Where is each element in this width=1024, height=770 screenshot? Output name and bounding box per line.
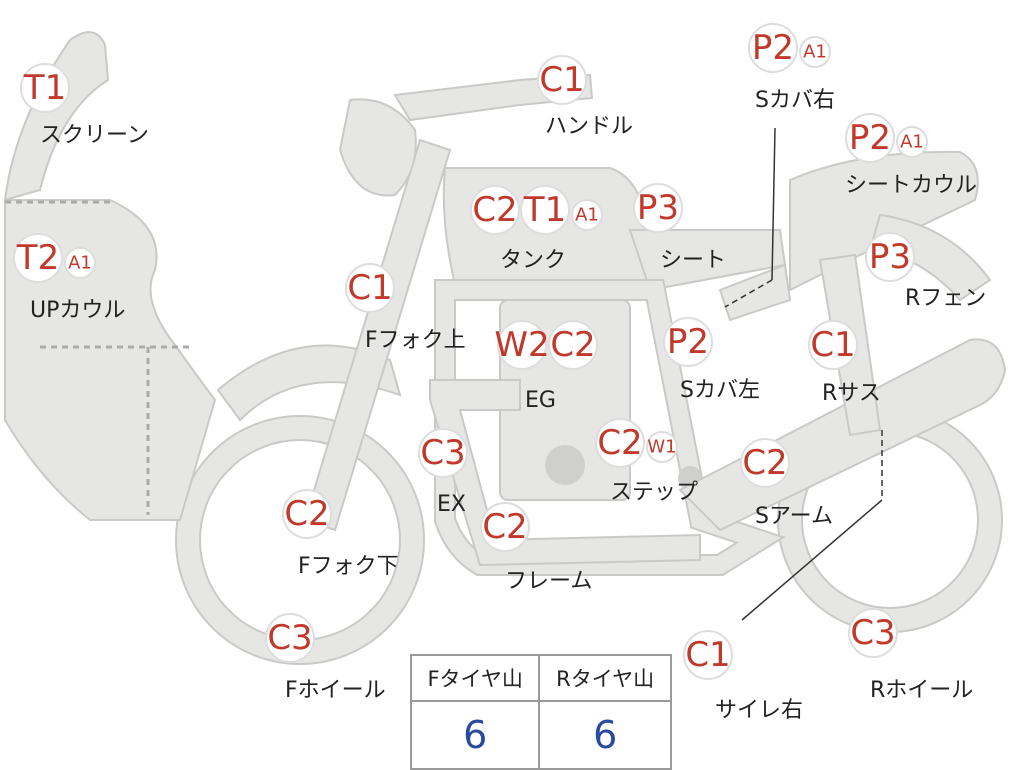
silencer-r-code-badge: C1 [683,630,733,680]
label-eg: EG [525,388,556,413]
label-s-cover-r: Sカバ右 [755,88,835,113]
label-ex: EX [437,492,466,517]
rear-tire-value: 6 [538,700,672,770]
upper-cowl-shape [4,199,217,521]
up-cowl-code-badge: T2 [13,233,63,283]
label-f-wheel: Fホイール [285,678,386,703]
label-silencer-r: サイレ右 [715,698,804,723]
silencer-r-code-text: C1 [685,635,730,675]
headlight-shape [338,98,417,197]
up-cowl-code-text: A1 [68,253,92,274]
f-fork-up-code-badge: C1 [345,263,395,313]
front-tire-value: 6 [409,700,541,770]
front-tire-header: Fタイヤ山 [409,654,541,702]
label-seat-cowl: シートカウル [845,173,978,198]
tank-code-text: T1 [523,190,566,230]
screen-code-text: T1 [23,68,66,108]
eg-code-badge: C2 [548,320,598,370]
label-s-cover-l: Sカバ左 [680,378,760,403]
r-fender-code-text: P3 [869,237,911,277]
eg-code-badge: W2 [494,320,550,370]
seat-code-text: P3 [637,188,679,228]
r-sus-code-text: C1 [810,325,855,365]
tank-code-text: A1 [575,205,599,226]
up-cowl-code-badge: A1 [64,247,96,279]
seat-cowl-code-text: P2 [849,118,891,158]
label-f-fork-up: Fフォク上 [365,328,466,353]
label-f-fork-down: Fフォク下 [298,554,399,579]
f-wheel-code-text: C3 [267,618,312,658]
seat-code-badge: P3 [633,183,683,233]
step-code-badge: W1 [646,431,678,463]
s-cover-r-code-badge: A1 [799,36,831,68]
step-code-text: C2 [597,423,642,463]
seat-cowl-code-badge: A1 [896,126,928,158]
leader-lines [724,127,883,621]
seat-cowl-code-text: A1 [900,132,924,153]
label-handle: ハンドル [545,114,634,139]
f-fork-down-code-badge: C2 [282,489,332,539]
rear-tire-header: Rタイヤ山 [538,654,672,702]
tank-code-badge: C2 [470,185,520,235]
f-wheel-code-badge: C3 [265,613,315,663]
ex-code-text: C3 [420,433,465,473]
frame-code-text: C2 [482,507,527,547]
s-arm-code-text: C2 [742,443,787,483]
label-frame: フレーム [505,569,593,594]
f-fork-down-code-text: C2 [284,494,329,534]
step-code-badge: C2 [595,418,645,468]
label-up-cowl: UPカウル [30,298,126,323]
r-wheel-code-text: C3 [850,613,895,653]
tank-code-badge: T1 [520,185,570,235]
step-code-text: W1 [647,437,676,458]
seat-cowl-code-badge: P2 [845,113,895,163]
r-fender-code-badge: P3 [865,232,915,282]
screen-code-badge: T1 [20,63,70,113]
label-tank: タンク [500,248,567,273]
s-cover-r-code-text: P2 [752,28,794,68]
s-cover-r-code-badge: P2 [748,23,798,73]
r-sus-code-badge: C1 [808,320,858,370]
s-cover-l-code-badge: P2 [663,317,713,367]
handle-code-text: C1 [539,60,584,100]
frame-code-badge: C2 [480,502,530,552]
label-s-arm: Sアーム [755,504,833,529]
eg-code-text: W2 [494,325,549,365]
ex-code-badge: C3 [418,428,468,478]
label-r-sus: Rサス [822,381,881,406]
label-seat: シート [660,248,727,273]
handle-code-badge: C1 [537,55,587,105]
tank-code-text: C2 [472,190,517,230]
f-fork-up-code-text: C1 [347,268,392,308]
r-wheel-code-badge: C3 [848,608,898,658]
eg-code-text: C2 [550,325,595,365]
exhaust-shape [429,379,701,567]
tire-tread-table: Fタイヤ山 Rタイヤ山 6 6 [409,654,672,770]
label-r-wheel: Rホイール [870,678,974,703]
up-cowl-code-text: T2 [16,238,59,278]
s-cover-l-code-text: P2 [667,322,709,362]
label-r-fender: Rフェン [905,286,987,311]
tank-code-badge: A1 [571,199,603,231]
s-arm-code-badge: C2 [740,438,790,488]
cowl-panel-lines [5,200,190,515]
label-screen: スクリーン [40,123,149,148]
s-cover-r-code-text: A1 [803,42,827,63]
label-step: ステップ [610,480,699,505]
s-cover-r-leader [771,127,776,281]
screen-shape [3,31,110,202]
